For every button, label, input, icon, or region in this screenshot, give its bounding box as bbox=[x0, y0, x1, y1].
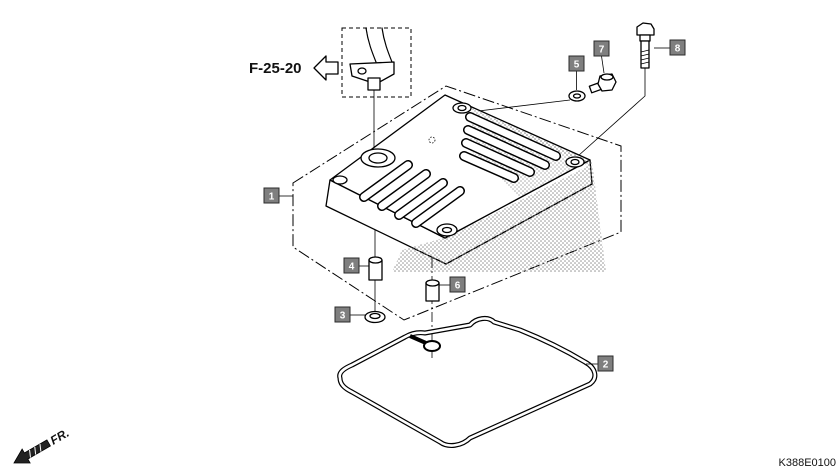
callout-number: 6 bbox=[455, 281, 461, 292]
assembly-boundary bbox=[292, 85, 622, 321]
callout-8: 8 bbox=[654, 39, 686, 56]
bolt-7 bbox=[588, 73, 617, 94]
fin-face bbox=[412, 187, 464, 227]
fin-face bbox=[464, 126, 549, 169]
boss-front-hole bbox=[441, 226, 453, 234]
callout-number: 4 bbox=[349, 262, 355, 273]
hose-tube-fill bbox=[367, 29, 391, 62]
figure-code: K388E0100 bbox=[779, 457, 837, 469]
callout-number: 2 bbox=[603, 360, 609, 371]
fin-face bbox=[460, 152, 518, 182]
washer-5 bbox=[568, 90, 586, 102]
reference-label: F-25-20 bbox=[249, 60, 302, 77]
callout-number: 7 bbox=[599, 45, 605, 56]
hose-nipple bbox=[367, 77, 381, 91]
fin-face bbox=[462, 139, 534, 176]
bracket-hole bbox=[357, 67, 367, 75]
fin-face bbox=[466, 113, 560, 160]
bolt-8 bbox=[636, 22, 655, 69]
guide-line-bolt-8 bbox=[577, 68, 646, 157]
dowel-pin-4 bbox=[368, 256, 383, 281]
front-direction-label: FR. bbox=[48, 426, 72, 448]
cooling-fins-right bbox=[459, 112, 561, 183]
center-mark bbox=[428, 136, 436, 144]
front-direction-indicator: FR. bbox=[13, 426, 72, 464]
callout-6: 6 bbox=[439, 276, 466, 293]
inset-dashed-frame bbox=[341, 27, 412, 98]
oil-boss-hole bbox=[368, 152, 388, 164]
callout-5: 5 bbox=[568, 55, 585, 90]
callout-number: 8 bbox=[675, 44, 681, 55]
boss-top-hole bbox=[457, 104, 467, 112]
gasket-tab bbox=[409, 334, 427, 345]
front-direction-arrow-icon bbox=[13, 439, 51, 464]
outline-left-arrow-icon bbox=[313, 55, 339, 81]
seal-washer-3 bbox=[364, 310, 386, 324]
fin-face bbox=[378, 170, 430, 210]
callout-2: 2 bbox=[586, 355, 614, 372]
callout-1: 1 bbox=[263, 187, 293, 204]
boss-left bbox=[332, 175, 348, 185]
gasket-tab-ring bbox=[423, 340, 441, 352]
callout-number: 1 bbox=[269, 192, 275, 203]
cover-gasket-2 bbox=[337, 315, 598, 448]
callout-number: 3 bbox=[340, 311, 346, 322]
callout-4: 4 bbox=[343, 257, 369, 274]
cooling-fins-left bbox=[359, 160, 465, 228]
dowel-pin-6 bbox=[425, 279, 440, 302]
callout-number: 5 bbox=[574, 60, 580, 71]
boss-right-hole bbox=[570, 158, 580, 166]
fin-face bbox=[360, 161, 412, 201]
hose-detail-inset bbox=[341, 27, 412, 98]
cover-shading bbox=[392, 108, 606, 272]
callout-3: 3 bbox=[334, 306, 365, 323]
hose-tube bbox=[365, 27, 393, 63]
cylinder-head-cover bbox=[325, 94, 606, 272]
callout-7: 7 bbox=[593, 40, 610, 74]
fin-face bbox=[395, 179, 447, 219]
guide-line-washer-5 bbox=[469, 99, 571, 113]
